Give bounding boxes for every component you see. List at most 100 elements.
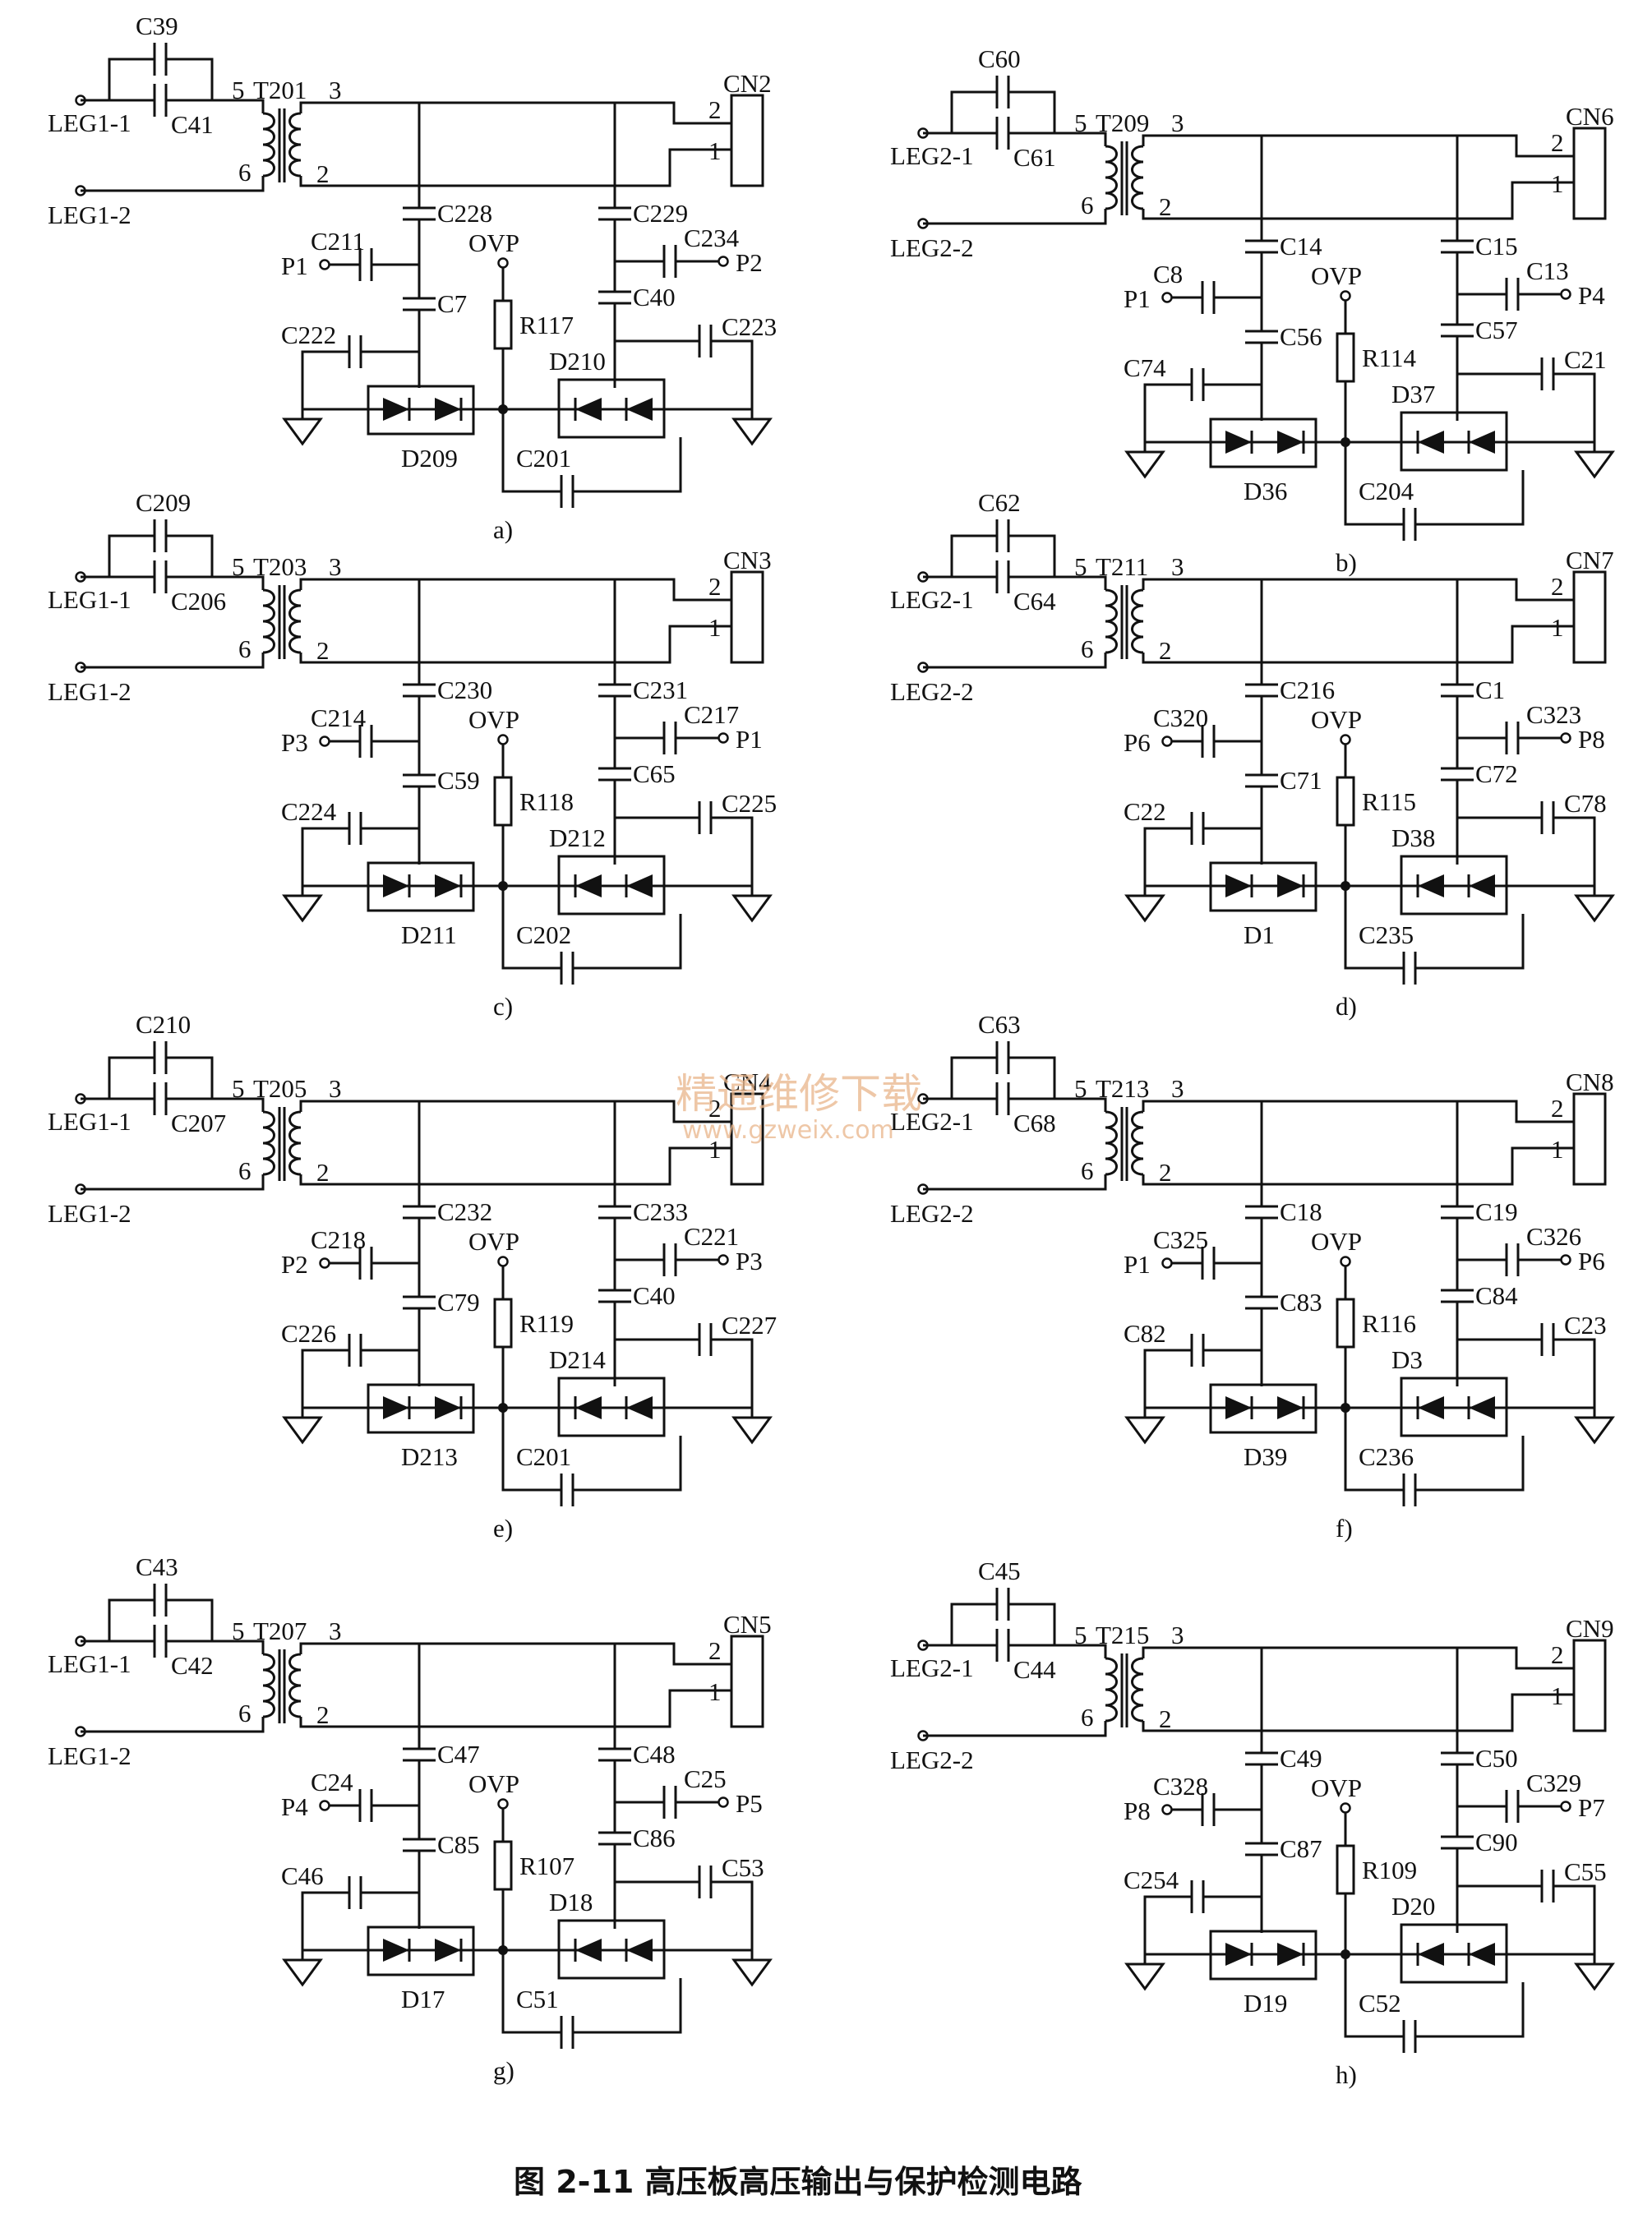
cap-bottom-gap — [997, 560, 1008, 593]
coupling-wire — [501, 886, 682, 970]
sample-terminal-right — [1560, 732, 1571, 744]
pin-5-label: 5 — [1074, 1074, 1087, 1103]
cap-left-2-label: C59 — [437, 766, 480, 795]
cap-coupling-gap — [1404, 508, 1415, 541]
sample-terminal-left — [319, 736, 330, 747]
cap-left-ground-label: C254 — [1124, 1866, 1179, 1894]
diode-pack-right-label: D210 — [549, 347, 606, 376]
diode-icon — [626, 1939, 653, 1962]
primary-coil-icon — [262, 588, 275, 654]
cap-coupling-gap — [1404, 1474, 1415, 1506]
pin-5-label: 5 — [232, 552, 245, 581]
coupling-wire — [501, 1408, 682, 1492]
coupling-wire — [501, 409, 682, 493]
filter-right-wire — [1457, 372, 1596, 442]
resistor-label: R117 — [519, 311, 574, 339]
cap-left-1-label: C232 — [437, 1197, 492, 1226]
return-line — [299, 1689, 731, 1728]
cap-coupling-gap — [561, 2016, 573, 2049]
sample-left-label: P3 — [281, 728, 308, 757]
cap-coupling-label: C51 — [516, 1985, 559, 2013]
wire — [81, 1717, 265, 1733]
cap-left-sample-label: C325 — [1153, 1225, 1208, 1254]
cap-right-1-gap — [598, 208, 631, 219]
cap-coupling-label: C204 — [1359, 477, 1414, 505]
ovp-terminal — [1340, 1802, 1351, 1814]
cap-right-1-gap — [1441, 685, 1474, 696]
transformer-label: T205 — [253, 1074, 307, 1103]
connector-pin-2-label: 2 — [708, 572, 722, 601]
input-label-1: LEG1-1 — [48, 1649, 132, 1678]
hv-line — [1142, 578, 1574, 602]
cap-right-1-gap — [598, 1206, 631, 1218]
wire — [923, 209, 1107, 225]
ovp-label: OVP — [1311, 1227, 1362, 1256]
diode-pack-right-label: D214 — [549, 1345, 606, 1374]
connector-pin-2-label: 2 — [708, 1636, 722, 1665]
ground-icon — [731, 1958, 773, 1987]
connector-label: CN2 — [723, 69, 772, 98]
sample-terminal-left — [319, 259, 330, 270]
input-label-1: LEG2-1 — [890, 585, 974, 614]
diode-icon — [1469, 1943, 1495, 1966]
cap-left-1-gap — [1245, 685, 1278, 696]
cap-left-1-label: C47 — [437, 1740, 480, 1769]
cap-top-label: C210 — [136, 1010, 191, 1039]
coupling-wire — [501, 1950, 682, 2034]
cap-right-1-label: C48 — [633, 1740, 676, 1769]
pin-2-label: 2 — [316, 1158, 330, 1187]
diode-pack-right — [557, 1919, 666, 1980]
diode-pack-right — [557, 855, 666, 915]
resistor-icon — [493, 1840, 513, 1891]
cap-left-2-label: C79 — [437, 1288, 480, 1317]
diode-pack-left-label: D1 — [1244, 920, 1275, 949]
cap-coupling-gap — [1404, 2020, 1415, 2053]
diode-icon — [575, 1396, 602, 1419]
wire — [1054, 1644, 1107, 1658]
ovp-label: OVP — [468, 1769, 519, 1798]
primary-coil-icon — [1105, 145, 1118, 210]
connector-block — [1572, 127, 1607, 220]
sample-terminal-left — [1161, 1804, 1173, 1815]
cap-right-sample-gap — [664, 1243, 676, 1276]
cap-left-1-label: C228 — [437, 199, 492, 228]
diode-pack-left-label: D17 — [401, 1985, 445, 2013]
resistor-label: R109 — [1362, 1856, 1417, 1884]
cap-top-gap — [997, 1041, 1008, 1074]
ground-icon — [1574, 450, 1615, 479]
cap-left-1-label: C230 — [437, 676, 492, 704]
input-label-2: LEG1-2 — [48, 677, 132, 706]
panel-letter: e) — [493, 1514, 513, 1543]
cap-right-ground-gap — [699, 801, 711, 834]
transformer-label: T213 — [1096, 1074, 1149, 1103]
cap-top-gap — [155, 519, 166, 552]
filter-left-wire — [301, 1349, 419, 1408]
cap-bottom-gap — [997, 1082, 1008, 1115]
resistor-icon — [493, 1298, 513, 1349]
connector-label: CN6 — [1566, 102, 1614, 131]
diode-pack-left-label: D211 — [401, 920, 457, 949]
diode-pack-left-label: D209 — [401, 444, 458, 473]
cap-top-gap — [155, 1041, 166, 1074]
cap-right-2-label: C57 — [1475, 316, 1518, 344]
cap-left-sample-gap — [1202, 1793, 1214, 1826]
input-label-2: LEG2-2 — [890, 233, 974, 262]
diode-icon — [383, 1939, 409, 1962]
cap-coupling-label: C201 — [516, 1442, 571, 1471]
primary-coil-icon — [1105, 588, 1118, 654]
hv-line — [1142, 1100, 1574, 1123]
panel-letter: f) — [1336, 1514, 1353, 1543]
cap-left-ground-gap — [349, 335, 361, 368]
cap-top-gap — [155, 43, 166, 76]
cap-left-1-gap — [403, 208, 436, 219]
diode-icon — [1469, 874, 1495, 897]
sample-terminal-left — [319, 1800, 330, 1811]
diode-pack-right — [1400, 411, 1508, 472]
cap-left-ground-label: C46 — [281, 1861, 324, 1890]
pin-2-label: 2 — [316, 1700, 330, 1729]
sample-right-label: P4 — [1578, 281, 1605, 310]
ground-icon — [731, 417, 773, 446]
